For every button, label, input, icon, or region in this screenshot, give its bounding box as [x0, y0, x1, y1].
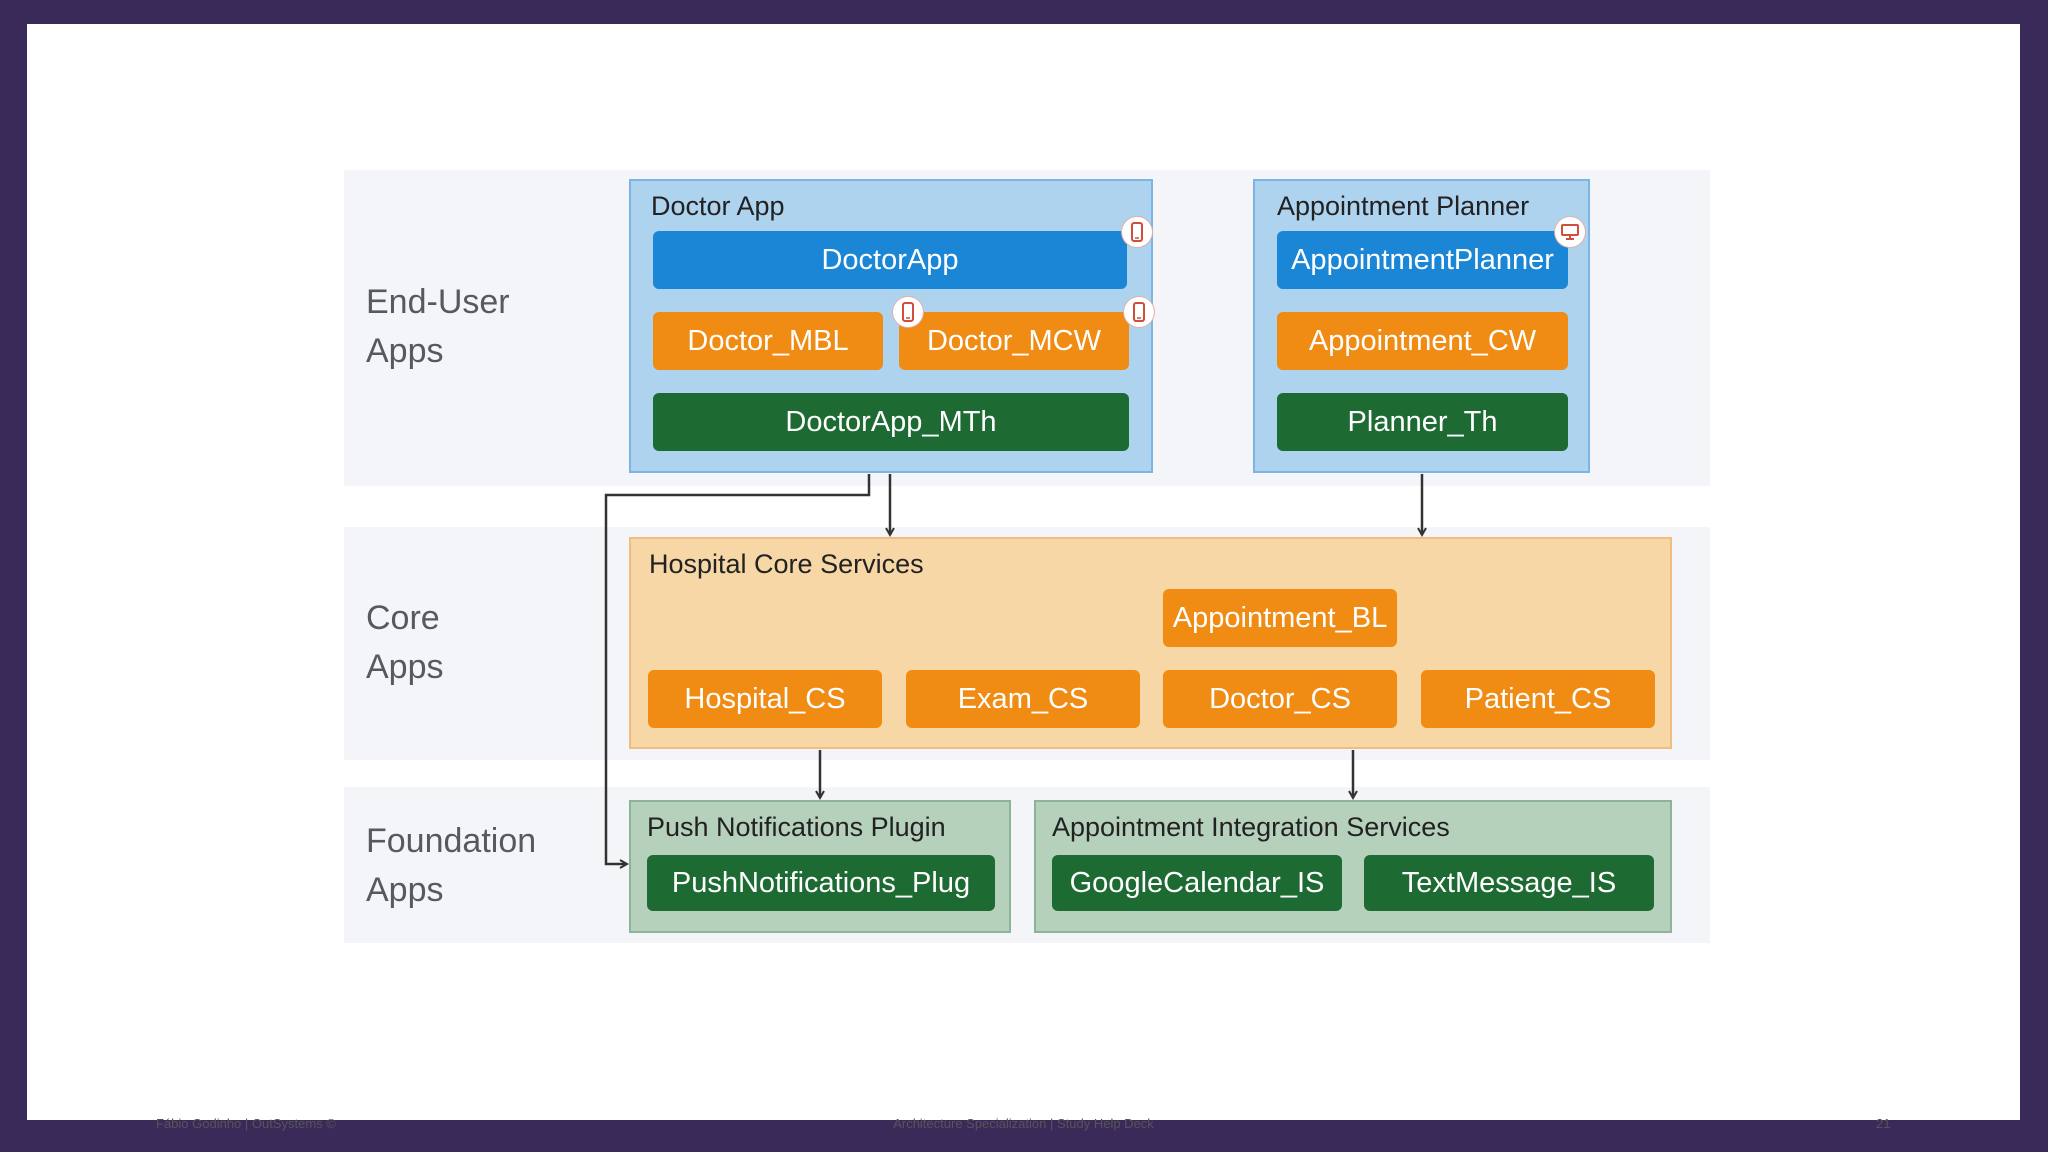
- push-notifications-plugin-group: Push Notifications Plugin PushNotificati…: [629, 800, 1011, 933]
- layer-label-line: Foundation: [366, 822, 537, 860]
- appointment-planner-group: Appointment Planner AppointmentPlanner A…: [1253, 179, 1590, 473]
- module-doctorapp[interactable]: DoctorApp: [653, 231, 1127, 289]
- module-doctor-mcw[interactable]: Doctor_MCW: [899, 312, 1129, 370]
- mobile-phone-icon: [1124, 297, 1154, 327]
- module-textmessage-is[interactable]: TextMessage_IS: [1364, 855, 1654, 911]
- doctor-app-group: Doctor App DoctorApp Doctor_MBL Doctor_M…: [629, 179, 1154, 473]
- module-pushnotifications-plug[interactable]: PushNotifications_Plug: [647, 855, 995, 911]
- layer-label-line: Apps: [366, 332, 444, 370]
- module-planner-th[interactable]: Planner_Th: [1277, 393, 1568, 451]
- module-hospital-cs[interactable]: Hospital_CS: [648, 670, 882, 728]
- hospital-core-services-group: Hospital Core Services Appointment_BL Ho…: [629, 537, 1672, 749]
- module-patient-cs[interactable]: Patient_CS: [1421, 670, 1655, 728]
- group-title: Push Notifications Plugin: [647, 812, 946, 842]
- group-title: Appointment Planner: [1277, 191, 1530, 221]
- group-title: Doctor App: [651, 191, 785, 221]
- mobile-phone-icon: [1122, 217, 1152, 247]
- footer-author: Fábio Godinho | OutSystems ©: [156, 1116, 336, 1131]
- layer-label-end-user: End-User Apps: [366, 278, 510, 376]
- group-title: Hospital Core Services: [649, 549, 924, 579]
- desktop-monitor-icon: [1555, 217, 1585, 247]
- arrow-doctorapp-to-push-plugin: [604, 474, 871, 864]
- layer-label-line: Core: [366, 599, 440, 637]
- module-doctorapp-mth[interactable]: DoctorApp_MTh: [653, 393, 1129, 451]
- module-appointment-bl[interactable]: Appointment_BL: [1163, 589, 1397, 647]
- dependency-arrows: [604, 474, 2020, 1120]
- footer-deck-title: Architecture Specialization | Study Help…: [893, 1116, 1154, 1131]
- layer-label-line: Apps: [366, 648, 444, 686]
- footer-page-number: 21: [1876, 1116, 1891, 1131]
- layer-label-line: Apps: [366, 871, 444, 909]
- module-exam-cs[interactable]: Exam_CS: [906, 670, 1140, 728]
- appointment-integration-services-group: Appointment Integration Services GoogleC…: [1034, 800, 1672, 933]
- module-googlecalendar-is[interactable]: GoogleCalendar_IS: [1052, 855, 1342, 911]
- layer-label-foundation: Foundation Apps: [366, 817, 536, 915]
- module-appointmentplanner[interactable]: AppointmentPlanner: [1277, 231, 1568, 289]
- slide: End-User Apps Core Apps Foundation Apps …: [27, 24, 2020, 1131]
- module-doctor-mbl[interactable]: Doctor_MBL: [653, 312, 883, 370]
- group-title: Appointment Integration Services: [1052, 812, 1450, 842]
- layer-label-line: End-User: [366, 283, 510, 321]
- module-appointment-cw[interactable]: Appointment_CW: [1277, 312, 1568, 370]
- mobile-phone-icon: [893, 297, 923, 327]
- layer-label-core: Core Apps: [366, 594, 444, 692]
- module-doctor-cs[interactable]: Doctor_CS: [1163, 670, 1397, 728]
